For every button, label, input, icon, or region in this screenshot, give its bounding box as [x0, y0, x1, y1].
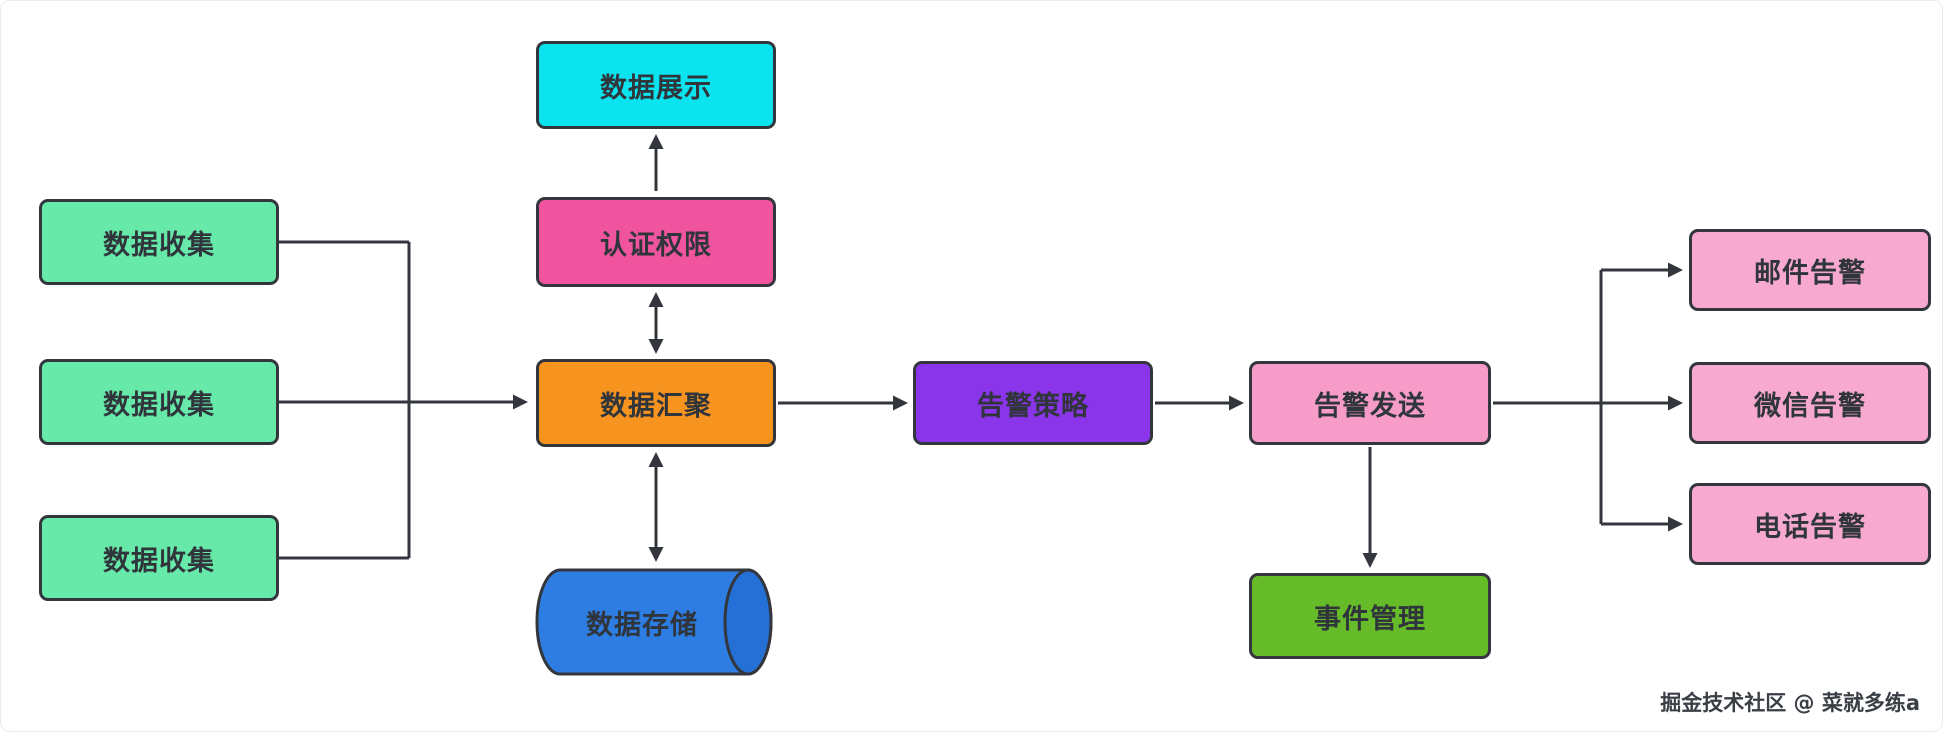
node-label: 数据汇聚	[600, 390, 712, 422]
node-label: 告警策略	[977, 390, 1089, 422]
edge-collectors-bus	[279, 240, 411, 560]
node-data-collection-3: 数据收集	[39, 515, 279, 601]
cylinder-icon	[535, 568, 773, 676]
node-alert-send: 告警发送	[1249, 361, 1491, 445]
node-data-storage: 数据存储	[535, 567, 776, 677]
node-event-management: 事件管理	[1249, 573, 1491, 659]
node-auth-permission: 认证权限	[536, 197, 776, 287]
node-label: 数据存储	[586, 609, 698, 641]
edge-send-bus	[1493, 270, 1603, 524]
node-label: 数据收集	[103, 545, 215, 577]
node-label: 邮件告警	[1754, 257, 1866, 289]
watermark: 掘金技术社区 @ 菜就多练a	[1660, 691, 1920, 715]
node-label: 事件管理	[1314, 603, 1426, 635]
node-label: 告警发送	[1314, 390, 1426, 422]
node-label: 数据收集	[103, 229, 215, 261]
node-label: 数据展示	[600, 72, 712, 104]
node-email-alert: 邮件告警	[1689, 229, 1931, 311]
node-label: 认证权限	[600, 229, 712, 261]
node-data-display: 数据展示	[536, 41, 776, 129]
node-data-collection-2: 数据收集	[39, 359, 279, 445]
node-data-collection-1: 数据收集	[39, 199, 279, 285]
node-wechat-alert: 微信告警	[1689, 362, 1931, 444]
node-label: 数据收集	[103, 389, 215, 421]
node-alert-policy: 告警策略	[913, 361, 1153, 445]
node-data-aggregation: 数据汇聚	[536, 359, 776, 447]
node-label: 电话告警	[1754, 511, 1866, 543]
node-phone-alert: 电话告警	[1689, 483, 1931, 565]
node-label: 微信告警	[1754, 390, 1866, 422]
